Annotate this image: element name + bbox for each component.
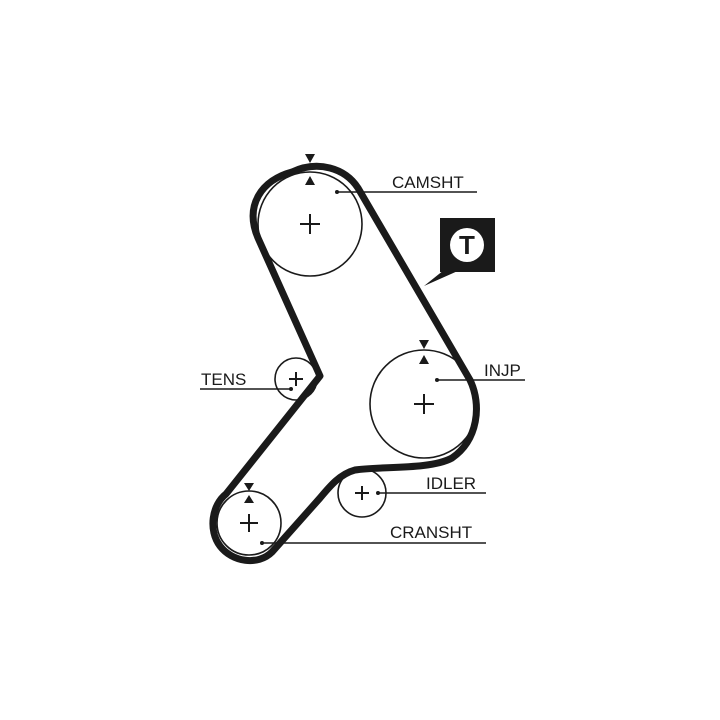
tensioner-label: TENS — [201, 370, 246, 389]
center-cross — [355, 486, 369, 500]
center-cross — [414, 394, 434, 414]
timing-mark-top — [419, 340, 429, 349]
crankshaft-pulley — [216, 483, 282, 556]
tensioner-pulley — [274, 357, 318, 401]
badge-letter: T — [459, 230, 475, 260]
center-cross — [289, 372, 303, 386]
timing-belt — [209, 162, 480, 565]
idler-label: IDLER — [426, 474, 476, 493]
leader-lines — [200, 190, 525, 545]
tensioner-badge: T — [424, 218, 495, 286]
timing-mark-bottom — [419, 355, 429, 364]
crankshaft-label: CRANSHT — [390, 523, 472, 542]
camshaft-pulley — [257, 154, 363, 277]
injection-pump-pulley — [369, 340, 479, 459]
timing-mark-bottom — [244, 495, 254, 503]
timing-mark-bottom — [305, 176, 315, 185]
timing-mark-top — [305, 154, 315, 163]
badge-circle — [450, 228, 484, 262]
badge-pointer — [424, 270, 460, 286]
timing-mark-top — [244, 483, 254, 491]
center-cross — [240, 514, 258, 532]
center-cross — [300, 214, 320, 234]
injection-pump-label: INJP — [484, 361, 521, 380]
camshaft-label: CAMSHT — [392, 173, 464, 192]
